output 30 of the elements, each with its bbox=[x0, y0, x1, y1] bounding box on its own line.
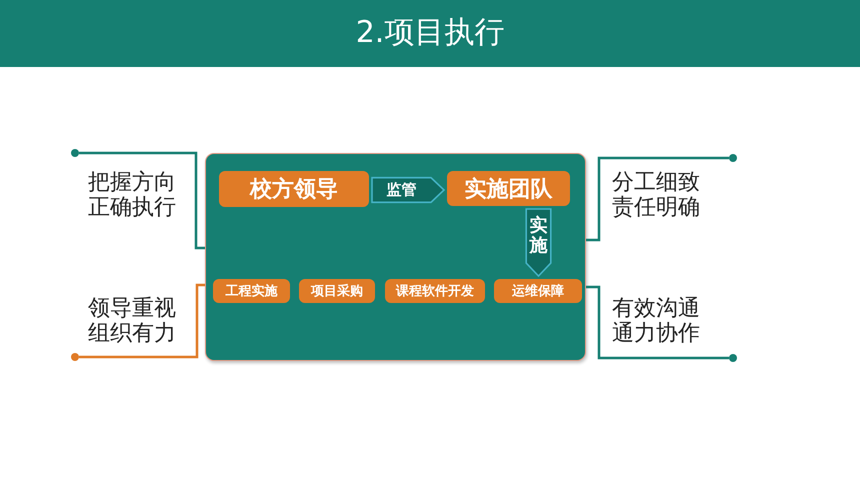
role-box bbox=[447, 171, 570, 206]
task-box bbox=[299, 279, 375, 303]
dot-icon bbox=[71, 353, 79, 361]
leader-line bbox=[79, 152, 205, 250]
content-panel bbox=[205, 153, 586, 361]
dot-icon bbox=[729, 354, 737, 362]
edge-label: 实施 bbox=[530, 216, 548, 256]
slogan-text: 领导重视组织有力 bbox=[88, 296, 177, 346]
task-label: 工程实施 bbox=[226, 282, 278, 300]
role-label: 实施团队 bbox=[464, 176, 552, 204]
task-box bbox=[494, 279, 582, 303]
chevron-arrow bbox=[371, 176, 446, 204]
task-label: 运维保障 bbox=[512, 282, 564, 300]
task-label: 课程软件开发 bbox=[396, 283, 474, 300]
slogan-text: 有效沟通通力协作 bbox=[612, 296, 701, 346]
task-label: 项目采购 bbox=[311, 282, 363, 300]
leader-line bbox=[586, 156, 729, 242]
dot-icon bbox=[71, 149, 79, 157]
role-box bbox=[219, 171, 369, 207]
leader-line bbox=[79, 284, 205, 358]
edge-label: 监管 bbox=[386, 180, 416, 200]
leader-line bbox=[586, 286, 729, 360]
role-label: 校方领导 bbox=[250, 176, 338, 204]
slogan-text: 分工细致责任明确 bbox=[612, 170, 701, 220]
task-box bbox=[385, 279, 485, 303]
task-box bbox=[213, 279, 290, 303]
chevron-arrow bbox=[525, 208, 552, 278]
title-text: 2.项目执行 bbox=[356, 14, 504, 52]
dot-icon bbox=[729, 154, 737, 162]
slogan-text: 把握方向正确执行 bbox=[88, 170, 177, 220]
